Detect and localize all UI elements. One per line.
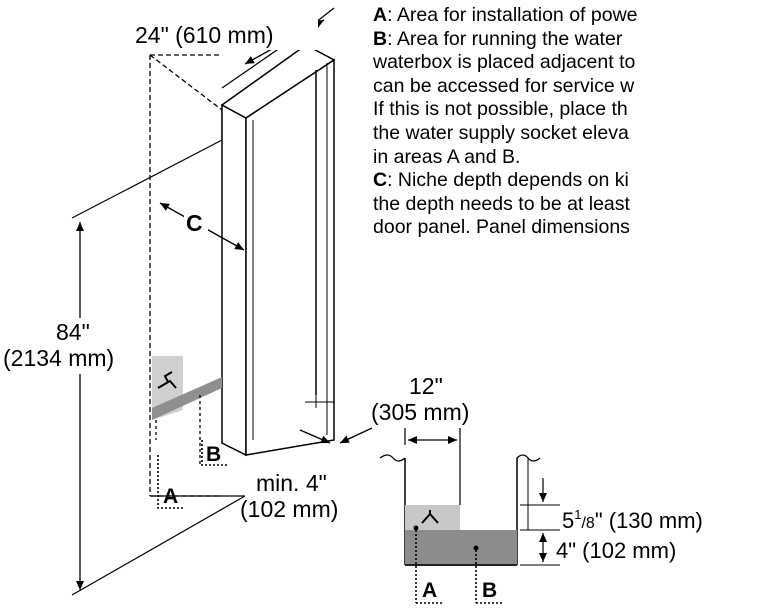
height-mm-label: (2134 mm) — [3, 345, 114, 371]
niche-outline — [149, 54, 223, 497]
detail-width-mm-label: (305 mm) — [371, 399, 469, 425]
detail-width-inch-label: 12" — [409, 373, 443, 399]
min-gap-mm-label: (102 mm) — [240, 496, 338, 522]
area-a-label: A — [163, 485, 178, 508]
appliance-cabinet — [220, 44, 336, 457]
note-b-line-1: : Area for running the water — [387, 27, 623, 50]
min-gap-inch-label: min. 4" — [256, 470, 327, 496]
note-b-key: B — [373, 27, 388, 50]
water-tap-icon — [157, 371, 177, 389]
note-a: A: Area for installation of powe — [373, 4, 763, 28]
note-c-line-3: door panel. Panel dimensions — [373, 216, 630, 239]
area-b-shading — [152, 377, 222, 420]
detail-area-a-label: A — [422, 579, 437, 602]
detail-water-tap-icon — [421, 510, 439, 524]
installation-notes: A: Area for installation of powe B: Area… — [373, 4, 763, 240]
detail-section: A B 12" (305 mm) 51/8" (130 mm) 4" (102 … — [371, 373, 703, 604]
note-c-key: C — [373, 169, 388, 192]
note-c: C: Niche depth depends on ki — [373, 169, 763, 193]
note-a-key: A — [373, 4, 388, 26]
height-inch-label: 84" — [56, 319, 90, 345]
note-b-line-2: waterbox is placed adjacent to — [373, 51, 636, 74]
note-b-line-3: can be accessed for service w — [373, 74, 635, 97]
note-c-line-2: the depth needs to be at least — [373, 192, 630, 215]
detail-area-b-label: B — [482, 579, 497, 602]
note-b-line-5: the water supply socket eleva — [373, 121, 629, 144]
detail-upper-height-label: 51/8" (130 mm) — [562, 507, 703, 533]
depth-c-label: C — [186, 210, 203, 236]
note-c-line-1: : Niche depth depends on ki — [387, 169, 629, 192]
area-b-label: B — [206, 443, 221, 466]
note-b-line-6: in areas A and B. — [373, 145, 521, 168]
detail-lower-area — [405, 530, 517, 565]
note-b-line-4: If this is not possible, place th — [373, 98, 628, 121]
detail-lower-height-label: 4" (102 mm) — [556, 538, 676, 563]
note-a-line-1: : Area for installation of powe — [387, 4, 638, 26]
note-b: B: Area for running the water — [373, 28, 763, 52]
width-dimension-label: 24" (610 mm) — [135, 22, 274, 48]
